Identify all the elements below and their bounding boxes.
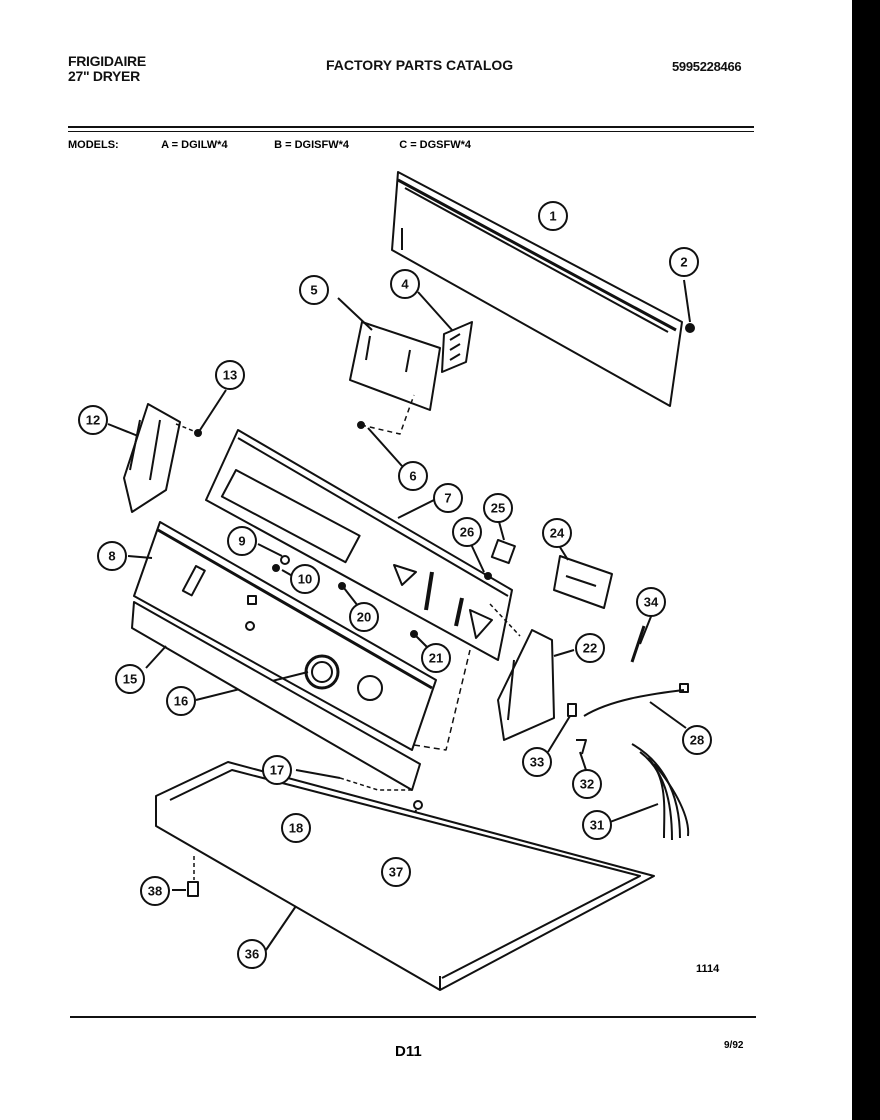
- model-b: B = DGISFW*4: [274, 139, 349, 151]
- svg-text:24: 24: [550, 526, 565, 541]
- svg-text:25: 25: [491, 501, 505, 516]
- svg-text:33: 33: [530, 755, 544, 770]
- part-screw-6: [357, 394, 415, 467]
- callout-31: 31: [582, 810, 612, 840]
- svg-text:18: 18: [289, 821, 303, 836]
- svg-text:7: 7: [444, 491, 451, 506]
- svg-text:1: 1: [549, 209, 556, 224]
- svg-text:36: 36: [245, 947, 259, 962]
- svg-text:20: 20: [357, 610, 371, 625]
- callout-8: 8: [97, 541, 127, 571]
- svg-text:15: 15: [123, 672, 137, 687]
- callout-13: 13: [215, 360, 245, 390]
- footer-rule: [70, 1016, 756, 1018]
- callout-5: 5: [299, 275, 329, 305]
- callout-2: 2: [669, 247, 699, 277]
- brand-name: FRIGIDAIRE: [68, 53, 146, 69]
- brand-block: FRIGIDAIRE 27" DRYER: [68, 54, 146, 84]
- svg-text:10: 10: [298, 572, 312, 587]
- callout-15: 15: [115, 664, 145, 694]
- part-control-panel-7: [205, 429, 513, 661]
- callout-32: 32: [572, 769, 602, 799]
- svg-text:16: 16: [174, 694, 188, 709]
- part-screw-2: [683, 279, 695, 333]
- svg-text:38: 38: [148, 884, 162, 899]
- svg-text:2: 2: [680, 255, 687, 270]
- callout-37: 37: [381, 857, 411, 887]
- callout-22: 22: [575, 633, 605, 663]
- svg-text:17: 17: [270, 763, 284, 778]
- callout-16: 16: [166, 686, 196, 716]
- callout-12: 12: [78, 405, 108, 435]
- part-rear-console: [391, 171, 683, 407]
- svg-text:21: 21: [429, 651, 443, 666]
- callout-33: 33: [522, 747, 552, 777]
- model-a: A = DGILW*4: [161, 139, 228, 151]
- callout-4: 4: [390, 269, 420, 299]
- callout-9: 9: [227, 526, 257, 556]
- models-label: MODELS:: [68, 139, 119, 151]
- catalog-title: FACTORY PARTS CATALOG: [326, 57, 514, 73]
- callout-25: 25: [483, 493, 513, 523]
- exploded-parts-diagram: 1 2 4 5 6 7 8 9 10 12 13 15 16 17 18 20 …: [78, 171, 712, 991]
- svg-text:37: 37: [389, 865, 403, 880]
- svg-text:4: 4: [401, 277, 409, 292]
- part-front-panel-8: [127, 521, 437, 751]
- page-code: D11: [395, 1043, 422, 1060]
- svg-text:31: 31: [590, 818, 604, 833]
- part-bracket-5: [337, 297, 441, 411]
- svg-text:5: 5: [310, 283, 317, 298]
- callout-28: 28: [682, 725, 712, 755]
- callout-24: 24: [542, 518, 572, 548]
- callout-7: 7: [433, 483, 463, 513]
- part-bolt-34: [630, 613, 653, 663]
- callout-18: 18: [281, 813, 311, 843]
- callout-17: 17: [262, 755, 292, 785]
- svg-text:34: 34: [644, 595, 659, 610]
- part-switch-25: [469, 517, 516, 580]
- part-small-hardware: [257, 543, 429, 649]
- part-clips-32-33: [547, 703, 587, 771]
- header-rule-thick: [68, 126, 754, 128]
- models-line: MODELS: A = DGILW*4 B = DGISFW*4 C = DGS…: [68, 139, 471, 151]
- catalog-part-number: 5995228466: [672, 59, 742, 74]
- part-terminal-4: [417, 291, 473, 373]
- callout-36: 36: [237, 939, 267, 969]
- callout-10: 10: [290, 564, 320, 594]
- figure-number: 1114: [696, 963, 720, 975]
- model-c: C = DGSFW*4: [399, 139, 472, 151]
- part-bracket-12: [107, 389, 227, 513]
- svg-text:9: 9: [238, 534, 245, 549]
- parts-catalog-page: FRIGIDAIRE 27" DRYER FACTORY PARTS CATAL…: [0, 0, 852, 1120]
- svg-text:28: 28: [690, 733, 704, 748]
- part-switch-24: [553, 543, 613, 609]
- callout-1: 1: [538, 201, 568, 231]
- part-leg-38: [172, 856, 199, 897]
- svg-text:26: 26: [460, 525, 474, 540]
- catalog-date: 9/92: [724, 1040, 744, 1051]
- svg-text:12: 12: [86, 413, 100, 428]
- svg-text:22: 22: [583, 641, 597, 656]
- callout-labels: 1 2 4 5 6 7 8 9 10 12 13 15 16 17 18 20 …: [78, 201, 712, 969]
- svg-text:6: 6: [409, 469, 416, 484]
- svg-text:13: 13: [223, 368, 237, 383]
- callout-21: 21: [421, 643, 451, 673]
- callout-34: 34: [636, 587, 666, 617]
- part-harness-28: [583, 683, 689, 729]
- callout-38: 38: [140, 876, 170, 906]
- product-name: 27" DRYER: [68, 68, 140, 84]
- svg-text:32: 32: [580, 777, 594, 792]
- part-bracket-22: [489, 603, 575, 741]
- svg-text:8: 8: [108, 549, 115, 564]
- callout-6: 6: [398, 461, 428, 491]
- callout-20: 20: [349, 602, 379, 632]
- header-rule-thin: [68, 131, 754, 132]
- part-wires-31: [609, 743, 690, 841]
- callout-26: 26: [452, 517, 482, 547]
